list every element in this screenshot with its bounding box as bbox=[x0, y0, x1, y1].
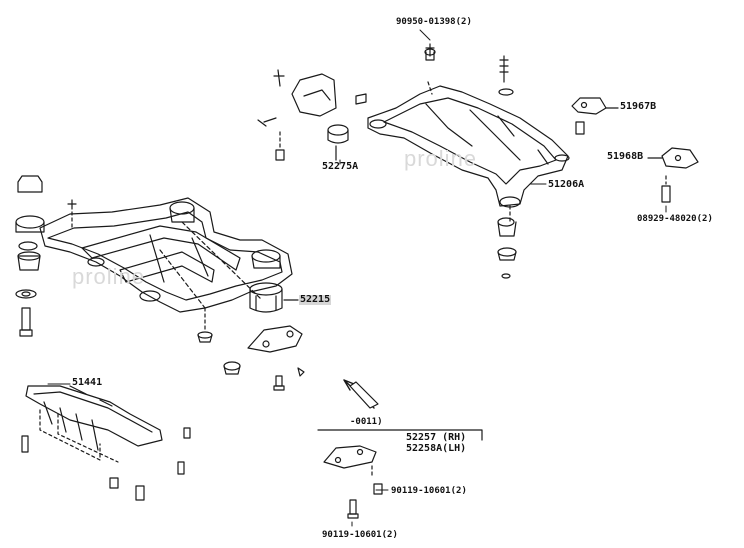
label-52275A: 52275A bbox=[322, 161, 359, 172]
label-52257: 52257 (RH) bbox=[406, 432, 467, 443]
label-51206A: 51206A bbox=[548, 179, 585, 190]
label-51441: 51441 bbox=[72, 377, 103, 388]
bracket-51967B bbox=[571, 97, 619, 135]
front-insulator-stack-left bbox=[15, 175, 77, 337]
rear-subframe bbox=[367, 43, 570, 223]
bracket-52257-52258A bbox=[317, 379, 483, 519]
leader-lines bbox=[47, 29, 667, 527]
label-51967B: 51967B bbox=[620, 101, 657, 112]
label-bolt-90950: 90950-01398(2) bbox=[396, 17, 472, 27]
bracket-52275A bbox=[257, 69, 367, 161]
engine-under-cover-51441 bbox=[21, 385, 191, 501]
rear-insulator-stack bbox=[497, 217, 517, 279]
watermark-lower: proline bbox=[72, 264, 146, 289]
bushing-52215 bbox=[249, 282, 299, 313]
label-bolt-90119-a: 90119-10601(2) bbox=[391, 486, 467, 496]
front-bracket-upper bbox=[197, 325, 305, 391]
label-ref-0011: -0011) bbox=[350, 417, 383, 427]
front-subframe bbox=[39, 197, 293, 333]
watermark-upper: proline bbox=[404, 146, 478, 171]
label-bolt-08929: 08929-48020(2) bbox=[637, 214, 713, 224]
label-52258A: 52258A(LH) bbox=[406, 443, 467, 454]
label-bolt-90119-b: 90119-10601(2) bbox=[322, 530, 398, 540]
label-52215: 52215 bbox=[299, 294, 332, 305]
bracket-51968B bbox=[647, 147, 699, 203]
label-51968B: 51968B bbox=[607, 151, 644, 162]
